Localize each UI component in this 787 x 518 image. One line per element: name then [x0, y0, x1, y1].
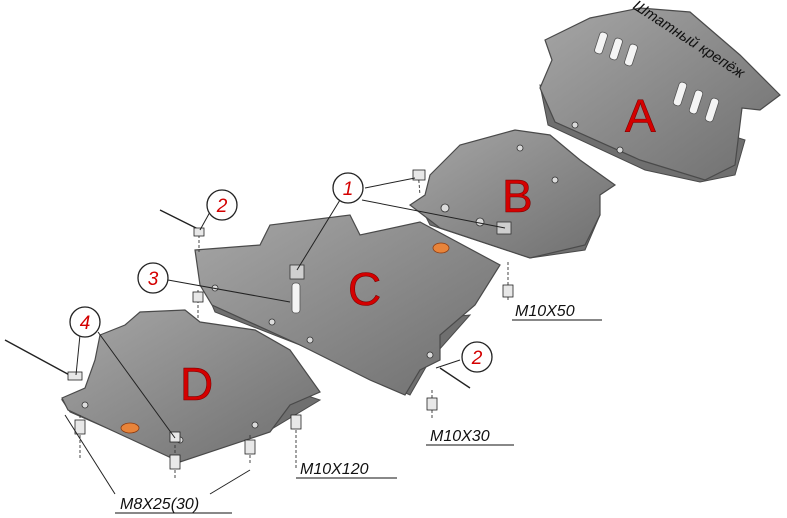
- callout-2-right: 2: [461, 341, 493, 373]
- plate-d: D: [60, 309, 322, 463]
- bolts: [67, 169, 514, 470]
- bolt-c-left: [192, 291, 204, 303]
- label-m10x30: M10X30: [426, 428, 514, 446]
- label-m10x120: M10X120: [296, 461, 397, 479]
- plate-b: B: [408, 129, 617, 259]
- callout-1: 1: [332, 172, 364, 204]
- callout-2-right-number: 2: [471, 348, 483, 369]
- plate-a-label: A: [625, 90, 656, 142]
- bolt-label-m8x25: M8X25(30): [120, 496, 199, 513]
- bolt-label-m10x30: M10X30: [430, 428, 490, 445]
- bolt-d-center: [169, 454, 181, 470]
- plate-c: C: [194, 214, 501, 396]
- callout-3: 3: [137, 262, 169, 294]
- bolt-top-left: [193, 227, 205, 237]
- callout-leaders: [64, 177, 506, 495]
- bracket-d: [67, 371, 83, 381]
- plate-b-label: B: [502, 170, 533, 222]
- bracket-c: [289, 264, 305, 280]
- logo-badge-d: [120, 422, 140, 434]
- plate-a: A: [539, 7, 781, 183]
- bolt-b-top: [412, 169, 426, 181]
- bracket-d-center: [169, 431, 181, 443]
- plate-c-label: C: [348, 263, 381, 315]
- callout-2-left-number: 2: [216, 196, 228, 217]
- callout-4: 4: [69, 306, 101, 338]
- callout-3-number: 3: [148, 269, 159, 290]
- bolt-label-m10x50: M10X50: [515, 303, 575, 320]
- bolt-label-m10x120: M10X120: [300, 461, 369, 478]
- bolt-d-left: [74, 419, 86, 435]
- callout-4-number: 4: [80, 313, 91, 334]
- label-m8x25: M8X25(30): [115, 496, 232, 514]
- logo-badge-c: [432, 242, 450, 254]
- bolt-m10x50: [502, 284, 514, 298]
- callout-2-left: 2: [206, 189, 238, 221]
- bolt-d-right: [244, 439, 256, 455]
- bolt-m10x30: [426, 397, 438, 411]
- bolt-m10x120: [290, 414, 302, 430]
- label-m10x50: M10X50: [512, 303, 602, 321]
- plate-d-label: D: [180, 358, 213, 410]
- callout-1-number: 1: [343, 179, 354, 200]
